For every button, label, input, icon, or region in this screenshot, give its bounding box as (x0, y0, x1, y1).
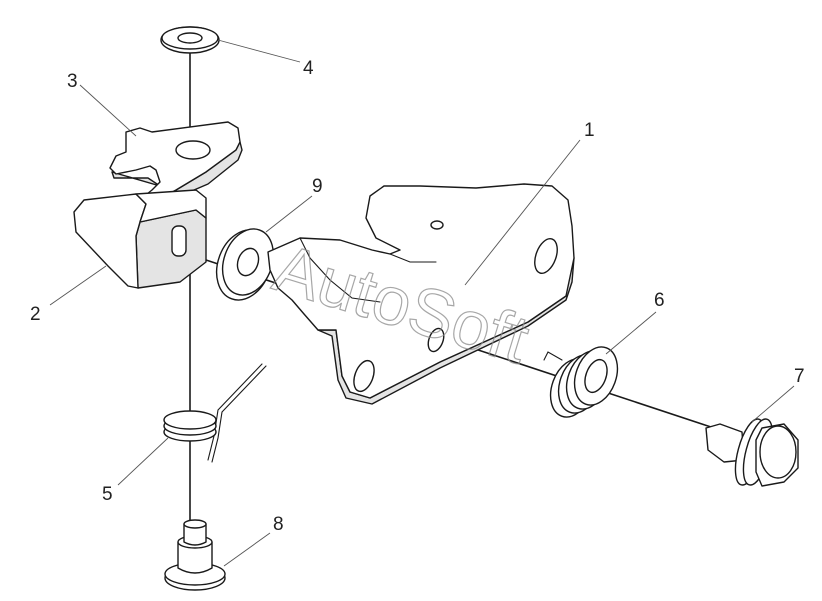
callout-4: 4 (303, 58, 314, 79)
leader-line-4 (217, 39, 301, 63)
callout-8: 8 (273, 514, 284, 535)
washer-part-4 (160, 26, 220, 54)
leader-line-8 (223, 532, 271, 567)
bolt-part-7 (705, 418, 799, 487)
callout-1: 1 (584, 120, 595, 141)
callout-7: 7 (794, 366, 805, 387)
leader-line-9 (265, 195, 313, 233)
leader-line-3 (79, 84, 137, 137)
leader-line-2 (49, 265, 107, 306)
callout-9: 9 (312, 176, 323, 197)
torsion-spring-part-5 (163, 363, 267, 463)
callout-2: 2 (30, 304, 41, 325)
pivot-pin-part-8 (164, 519, 226, 591)
coil-spring-part-6 (543, 346, 619, 418)
leader-line-6 (605, 311, 657, 355)
main-bracket-part-1 (267, 183, 575, 405)
flat-washer-part-9 (215, 228, 275, 301)
callout-6: 6 (654, 290, 665, 311)
latch-plate-part-3 (109, 121, 243, 221)
callout-5: 5 (102, 484, 113, 505)
leader-line-7 (751, 385, 795, 423)
bracket-block-part-2 (73, 189, 207, 289)
leader-line-5 (117, 437, 169, 486)
callout-3: 3 (67, 71, 78, 92)
leader-line-1 (464, 139, 581, 286)
